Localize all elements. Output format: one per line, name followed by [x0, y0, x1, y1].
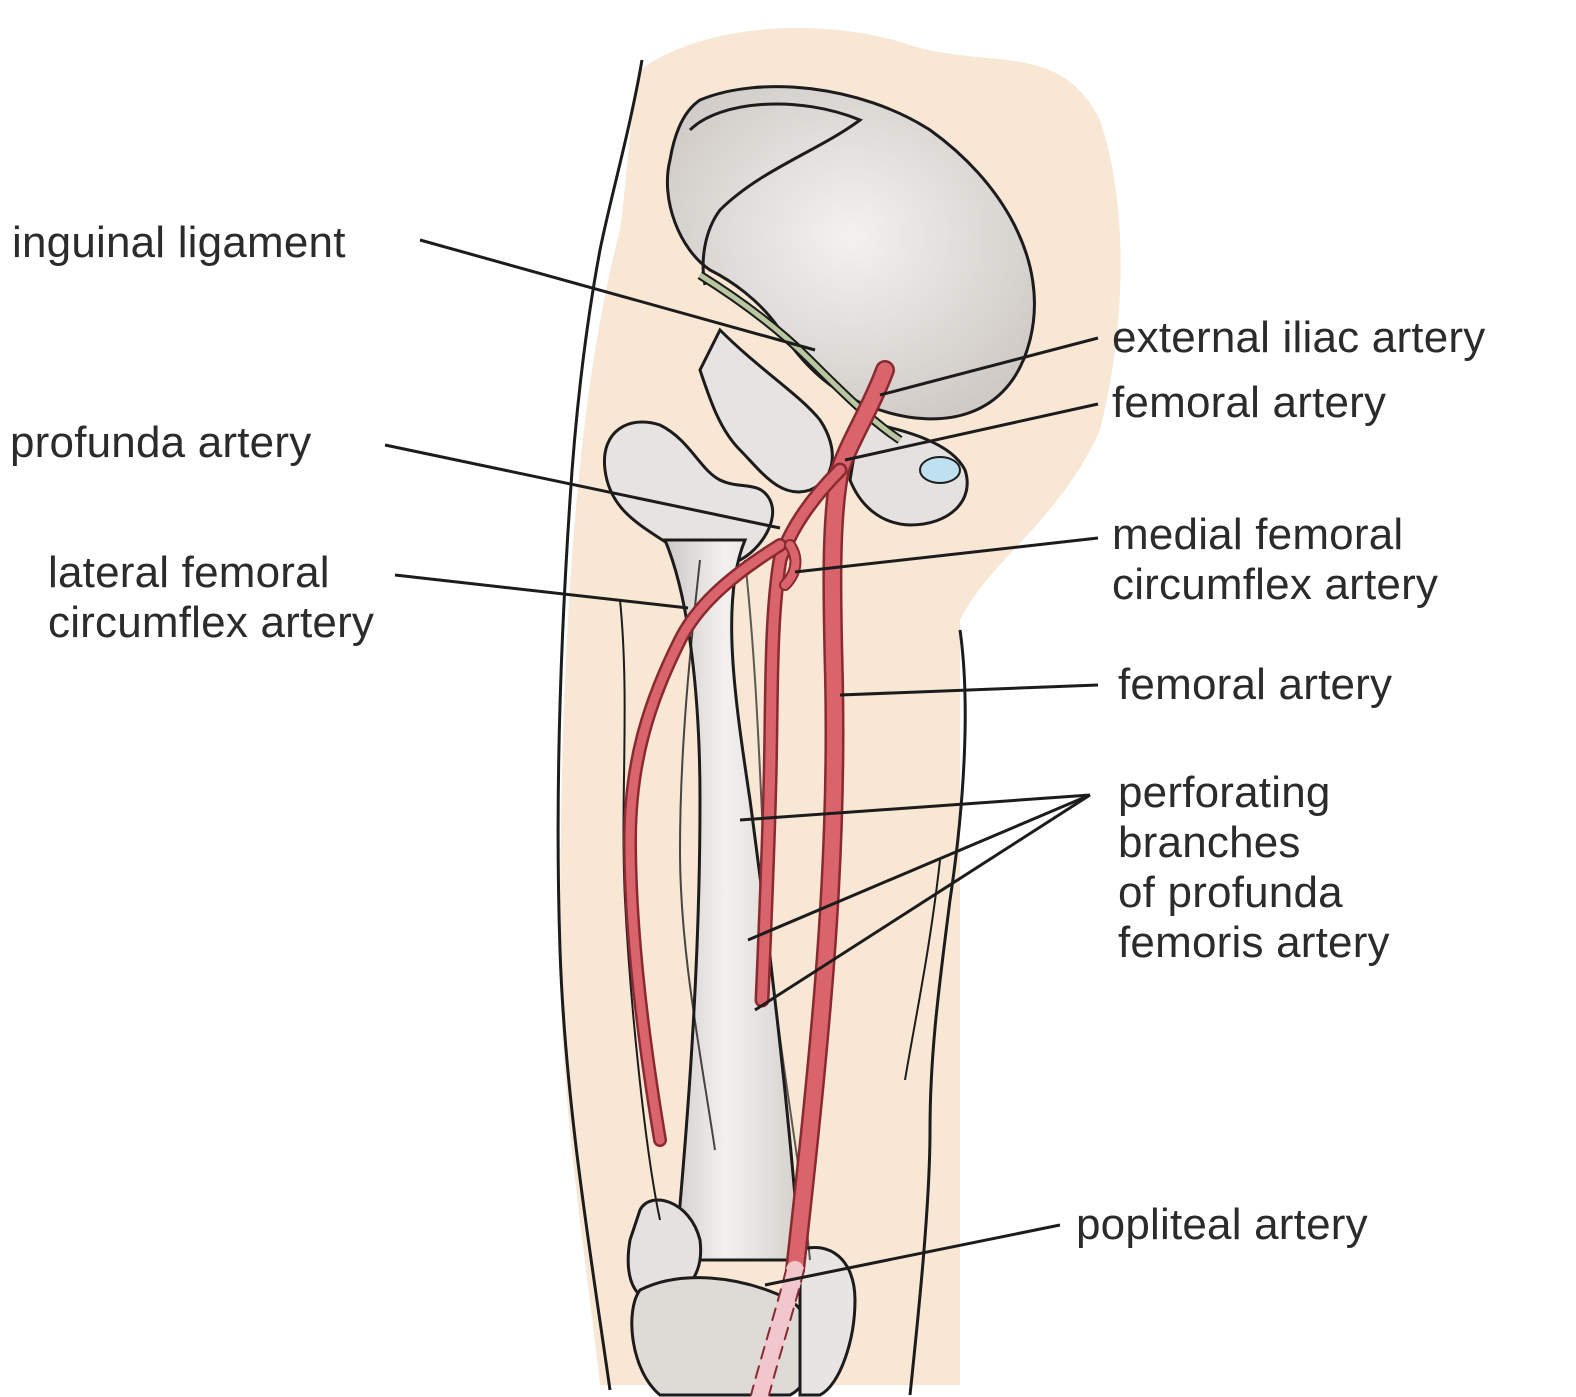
label-medial-femoral-line2: circumflex artery [1112, 560, 1438, 610]
label-perforating-line3: of profunda [1118, 868, 1390, 918]
label-inguinal-ligament: inguinal ligament [12, 218, 346, 268]
label-lateral-femoral-line1: lateral femoral [48, 548, 374, 598]
label-perforating-branches: perforating branches of profunda femoris… [1118, 768, 1390, 968]
label-perforating-line4: femoris artery [1118, 918, 1390, 968]
label-inguinal-ligament-text: inguinal ligament [12, 218, 346, 268]
label-femoral-artery-lower: femoral artery [1118, 660, 1392, 710]
label-popliteal-artery-text: popliteal artery [1076, 1200, 1368, 1250]
label-medial-femoral-line1: medial femoral [1112, 510, 1438, 560]
label-lateral-femoral-circumflex-artery: lateral femoral circumflex artery [48, 548, 374, 648]
label-profunda-artery: profunda artery [10, 418, 311, 468]
label-external-iliac-artery-text: external iliac artery [1112, 313, 1485, 363]
obturator-foramen [920, 457, 960, 483]
label-femoral-artery-upper: femoral artery [1112, 378, 1386, 428]
label-profunda-artery-text: profunda artery [10, 418, 311, 468]
label-perforating-line2: branches [1118, 818, 1390, 868]
label-femoral-artery-upper-text: femoral artery [1112, 378, 1386, 428]
label-popliteal-artery: popliteal artery [1076, 1200, 1368, 1250]
label-femoral-artery-lower-text: femoral artery [1118, 660, 1392, 710]
label-medial-femoral-circumflex-artery: medial femoral circumflex artery [1112, 510, 1438, 610]
label-external-iliac-artery: external iliac artery [1112, 313, 1485, 363]
label-perforating-line1: perforating [1118, 768, 1390, 818]
label-lateral-femoral-line2: circumflex artery [48, 598, 374, 648]
